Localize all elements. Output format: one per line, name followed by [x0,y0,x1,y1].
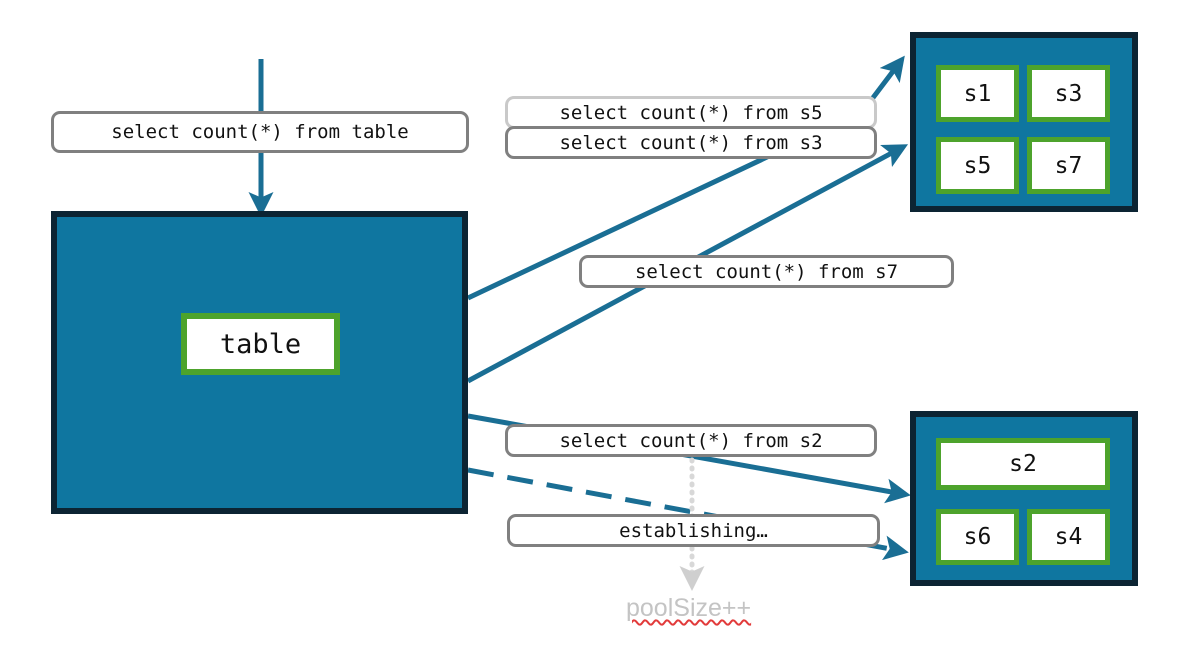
chip-s3-label: s3 [1054,80,1083,107]
query-label-s2-text: select count(*) from s2 [559,429,823,452]
query-label-s5[interactable]: select count(*) from s5 [505,96,877,129]
chip-s7-label: s7 [1054,152,1083,179]
query-label-incoming-text: select count(*) from table [111,121,409,143]
chip-s1-label: s1 [963,80,992,107]
query-label-s3[interactable]: select count(*) from s3 [505,126,877,159]
query-label-s7[interactable]: select count(*) from s7 [579,255,954,288]
chip-s6-label: s6 [963,524,992,550]
chip-s2[interactable]: s2 [936,438,1110,490]
chip-s4[interactable]: s4 [1027,509,1110,565]
query-label-establishing-text: establishing… [619,519,768,542]
chip-s5[interactable]: s5 [936,137,1019,194]
annotation-poolsize: poolSize++ [626,594,751,623]
query-label-incoming[interactable]: select count(*) from table [51,111,469,153]
chip-s4-label: s4 [1054,524,1083,550]
chip-s1[interactable]: s1 [936,65,1019,122]
query-label-s7-text: select count(*) from s7 [634,260,899,283]
chip-s2-label: s2 [1009,451,1037,477]
query-label-s5-text: select count(*) from s5 [559,101,823,124]
query-label-establishing[interactable]: establishing… [507,514,880,547]
chip-s6[interactable]: s6 [936,509,1019,565]
chip-s3[interactable]: s3 [1027,65,1110,122]
query-label-s3-text: select count(*) from s3 [559,131,823,154]
query-label-s2[interactable]: select count(*) from s2 [505,424,877,457]
chip-s7[interactable]: s7 [1027,137,1110,194]
annotation-poolsize-text: poolSize++ [626,594,752,622]
chip-table-label: table [219,328,302,360]
chip-s5-label: s5 [963,152,992,179]
chip-table[interactable]: table [181,313,340,375]
